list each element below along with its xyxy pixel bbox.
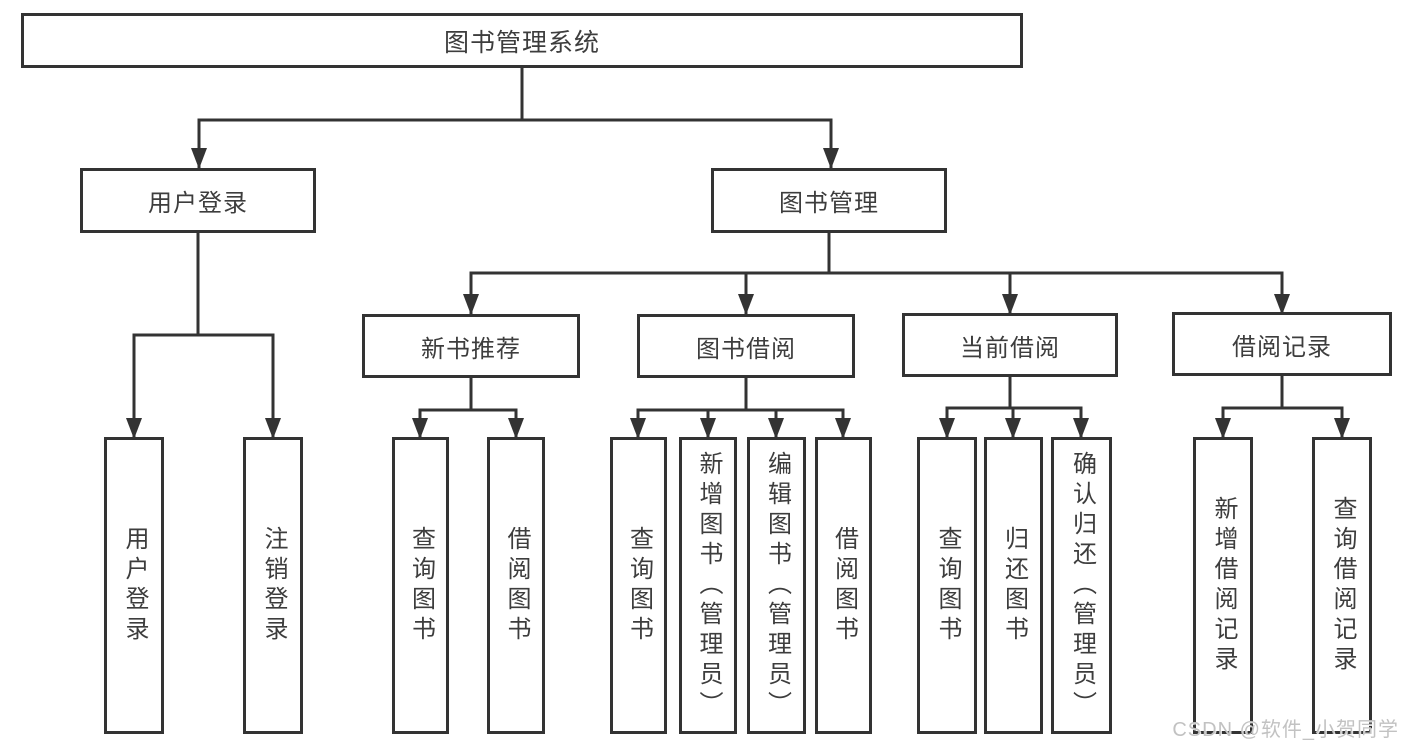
leaf-query-books-recommend: 查询图书 [392, 437, 449, 734]
connector-line [1221, 406, 1344, 439]
arrowhead [1334, 418, 1350, 439]
leaf-query-borrow-record: 查询借阅记录 [1312, 437, 1372, 734]
arrowhead [1002, 294, 1018, 315]
node-new-book-recommend: 新书推荐 [362, 314, 580, 378]
leaf-return-books: 归还图书 [984, 437, 1043, 734]
leaf-confirm-return-admin: 确认归还（管理员） [1051, 437, 1112, 734]
node-root: 图书管理系统 [21, 13, 1023, 68]
leaf-query-books-borrow: 查询图书 [610, 437, 667, 734]
arrowhead [1005, 418, 1021, 439]
connector-line [636, 408, 845, 439]
arrowhead [508, 418, 524, 439]
connector-line [197, 118, 833, 169]
arrowhead [768, 418, 784, 439]
leaf-edit-books-admin: 编辑图书（管理员） [747, 437, 806, 734]
arrowhead [823, 148, 839, 169]
arrowhead [738, 294, 754, 315]
connector-line [469, 271, 1284, 315]
arrowhead [191, 148, 207, 169]
arrowhead [939, 418, 955, 439]
leaf-add-books-admin: 新增图书（管理员） [679, 437, 737, 734]
node-current-borrow: 当前借阅 [902, 313, 1118, 377]
arrowhead [265, 418, 281, 439]
leaf-query-books-current: 查询图书 [917, 437, 977, 734]
watermark: CSDN @软件_小贺同学 [1172, 719, 1399, 741]
arrowhead [463, 294, 479, 315]
leaf-user-login: 用户登录 [104, 437, 164, 734]
leaf-add-borrow-record: 新增借阅记录 [1193, 437, 1253, 734]
leaf-logout-login: 注销登录 [243, 437, 303, 734]
arrowhead [630, 418, 646, 439]
node-book-borrow: 图书借阅 [637, 314, 855, 378]
leaf-borrow-books-recommend: 借阅图书 [487, 437, 545, 734]
arrowhead [412, 418, 428, 439]
connector-line [132, 333, 275, 439]
arrowhead [126, 418, 142, 439]
arrowhead [1274, 294, 1290, 315]
arrowhead [700, 418, 716, 439]
arrowhead [1073, 418, 1089, 439]
node-book-management: 图书管理 [711, 168, 947, 233]
connector-line [418, 408, 518, 439]
node-borrow-records: 借阅记录 [1172, 312, 1392, 376]
leaf-borrow-books: 借阅图书 [815, 437, 872, 734]
arrowhead [1215, 418, 1231, 439]
node-user-login: 用户登录 [80, 168, 316, 233]
arrowhead [835, 418, 851, 439]
